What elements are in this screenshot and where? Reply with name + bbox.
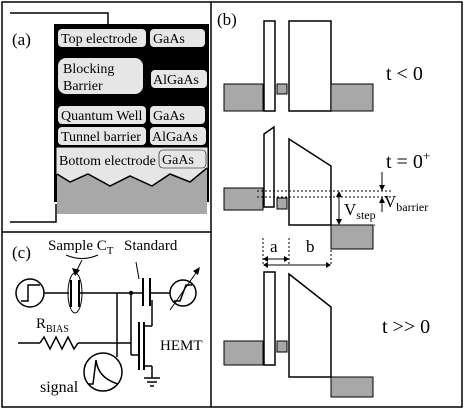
bias-resistor bbox=[39, 335, 79, 351]
variable-arrow bbox=[169, 269, 199, 311]
bottom-electrode-material-box bbox=[158, 149, 207, 169]
panel-c: (c) Sample CT Standard bbox=[12, 238, 203, 396]
well-state-3 bbox=[276, 340, 288, 353]
sample-ct-label: Sample CT bbox=[48, 238, 114, 257]
bottom-electrode-label: Bottom electrode bbox=[59, 154, 156, 169]
v-step-label: Vstep bbox=[344, 200, 376, 222]
band-diagram-t-before: t < 0 bbox=[223, 20, 423, 112]
tunnel-barrier-label: Tunnel barrier bbox=[61, 130, 141, 145]
v-barrier-sub: barrier bbox=[396, 200, 428, 214]
panel-b-label: (b) bbox=[217, 10, 237, 29]
rbias-sub: BIAS bbox=[46, 324, 69, 335]
time-label-zero-sup: + bbox=[423, 148, 430, 163]
top-electrode-label-box bbox=[58, 29, 146, 47]
time-label-after: t >> 0 bbox=[382, 316, 430, 338]
step-source-icon bbox=[15, 278, 45, 308]
sample-ct-sub: T bbox=[107, 245, 114, 257]
signal-waveform-icon bbox=[88, 359, 119, 385]
band-diagram-t-after: t >> 0 bbox=[223, 271, 430, 398]
blocking-barrier-material: AlGaAs bbox=[153, 73, 199, 88]
tunnel-barrier-3 bbox=[263, 271, 276, 366]
dim-b-label: b bbox=[306, 237, 315, 256]
sample-pointer-head bbox=[72, 268, 80, 276]
left-electrode-fill-3 bbox=[223, 340, 264, 366]
dim-a-arrow-left bbox=[263, 256, 268, 262]
quantum-well-label-box bbox=[58, 106, 146, 124]
v-barrier-arrowhead-down bbox=[379, 185, 385, 191]
blocking-barrier-label-box bbox=[58, 58, 143, 94]
dim-b-arrow-left bbox=[263, 262, 268, 268]
hemt-label: HEMT bbox=[160, 338, 203, 354]
tunnel-barrier-label-box bbox=[58, 127, 146, 145]
rbias-label: RBIAS bbox=[36, 316, 69, 335]
top-electrode-label: Top electrode bbox=[61, 32, 137, 47]
panel-a: (a) Top electrode GaAs Blocking Barrier … bbox=[10, 12, 209, 223]
tunnel-barrier-material-box bbox=[150, 127, 206, 145]
top-lead-wire bbox=[10, 12, 109, 24]
dim-b-arrow-right bbox=[326, 262, 331, 268]
dim-a-arrow-right bbox=[284, 256, 289, 262]
cleave-line bbox=[56, 167, 208, 187]
blocking-barrier bbox=[288, 20, 332, 112]
left-electrode-fill bbox=[223, 83, 264, 112]
left-electrode-fill-2 bbox=[223, 187, 264, 211]
quantum-well-label: Quantum Well bbox=[61, 109, 143, 124]
blocking-barrier-label-2: Barrier bbox=[63, 79, 103, 94]
well-state bbox=[276, 83, 288, 95]
tunnel-barrier bbox=[263, 20, 276, 112]
substrate-region bbox=[57, 168, 207, 214]
variable-arrow-head bbox=[193, 267, 200, 275]
bottom-lead-wire bbox=[10, 204, 57, 223]
right-electrode-fill bbox=[330, 83, 374, 112]
time-label-before: t < 0 bbox=[386, 63, 423, 85]
sample-ct-main: Sample C bbox=[48, 238, 107, 254]
blocking-barrier-label-1: Blocking bbox=[63, 62, 114, 77]
quantum-well-material-box bbox=[150, 106, 205, 124]
time-label-zero: t = 0+ bbox=[386, 148, 430, 173]
top-electrode-material-box bbox=[150, 29, 205, 47]
bottom-electrode-material: GaAs bbox=[162, 153, 194, 168]
dim-a-label: a bbox=[270, 237, 278, 256]
v-barrier-arrowhead-up bbox=[379, 197, 385, 203]
blocking-barrier-tilted bbox=[288, 137, 332, 226]
rbias-main: R bbox=[36, 316, 46, 332]
top-electrode-material: GaAs bbox=[153, 32, 185, 47]
v-barrier-main: V bbox=[384, 192, 397, 211]
signal-scope-icon bbox=[83, 352, 123, 392]
tunnel-barrier-tilted bbox=[263, 125, 275, 208]
signal-label: signal bbox=[40, 379, 79, 396]
panel-a-label: (a) bbox=[12, 30, 31, 49]
v-step-sub: step bbox=[356, 208, 375, 222]
panel-c-label: (c) bbox=[12, 243, 31, 262]
sample-brace bbox=[65, 254, 99, 259]
tunnel-barrier-material: AlGaAs bbox=[152, 130, 198, 145]
blocking-barrier-material-box bbox=[151, 70, 207, 88]
v-step-main: V bbox=[344, 200, 357, 219]
quantum-well-material: GaAs bbox=[153, 109, 185, 124]
standard-pointer bbox=[135, 261, 140, 280]
outer-frame bbox=[1, 1, 463, 408]
right-electrode-fill-2 bbox=[330, 224, 374, 250]
blocking-barrier-3 bbox=[288, 272, 332, 378]
time-label-zero-main: t = 0 bbox=[386, 151, 423, 173]
reference-waveform-icon bbox=[174, 284, 192, 302]
band-diagram-t-zero: t = 0+ Vbarrier Vstep a b bbox=[223, 125, 430, 268]
standard-label: Standard bbox=[124, 238, 178, 254]
well-state-2 bbox=[276, 197, 288, 210]
panel-b: (b) t < 0 bbox=[217, 10, 430, 398]
v-step-arrowhead-up bbox=[336, 191, 342, 197]
v-step-arrowhead-down bbox=[336, 219, 342, 225]
v-barrier-label: Vbarrier bbox=[384, 192, 428, 214]
step-waveform-icon bbox=[21, 284, 40, 302]
right-electrode-fill-3 bbox=[330, 376, 374, 398]
